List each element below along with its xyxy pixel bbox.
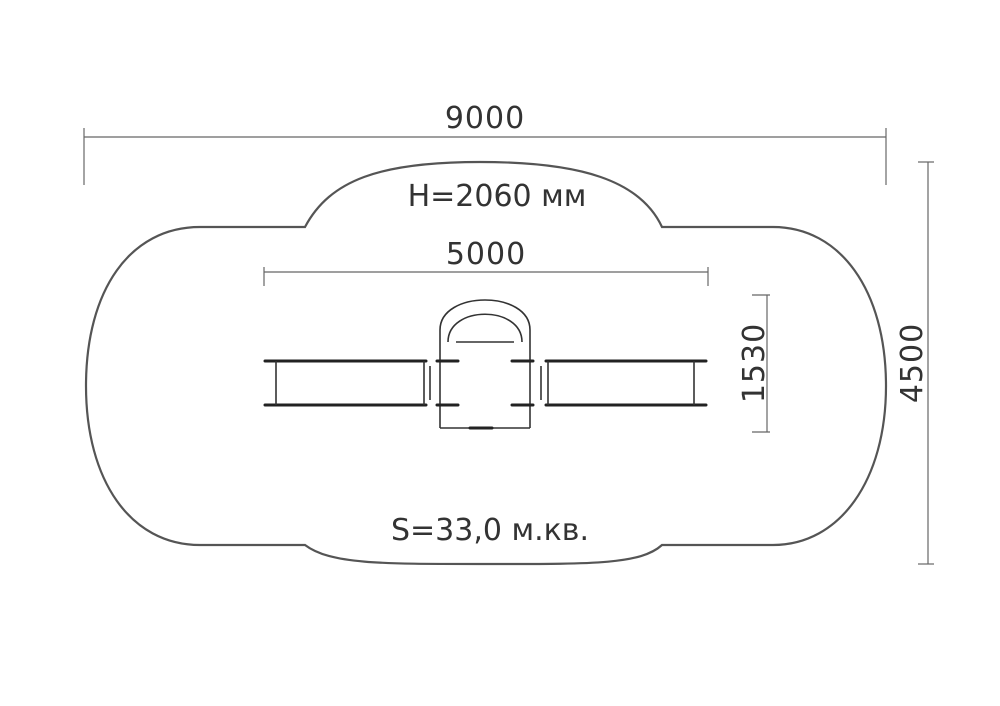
- height-label: H=2060 мм: [408, 179, 587, 214]
- equipment-length-dimension: 5000: [263, 237, 709, 286]
- equipment-width-dimension: 1530: [737, 294, 772, 433]
- left-bench: [263, 359, 431, 407]
- length-label: 9000: [445, 101, 525, 136]
- equipment-length-label: 5000: [446, 237, 526, 272]
- equipment-width-label: 1530: [737, 323, 772, 403]
- length-dimension: 9000: [83, 101, 887, 185]
- arch-outer: [439, 299, 531, 348]
- width-label: 4500: [895, 323, 930, 403]
- central-unit: [435, 299, 535, 430]
- area-label: S=33,0 м.кв.: [391, 513, 589, 548]
- width-dimension: 4500: [895, 161, 934, 565]
- safety-zone-outline: [84, 160, 888, 566]
- right-bench: [540, 359, 708, 407]
- arch-inner: [447, 313, 523, 343]
